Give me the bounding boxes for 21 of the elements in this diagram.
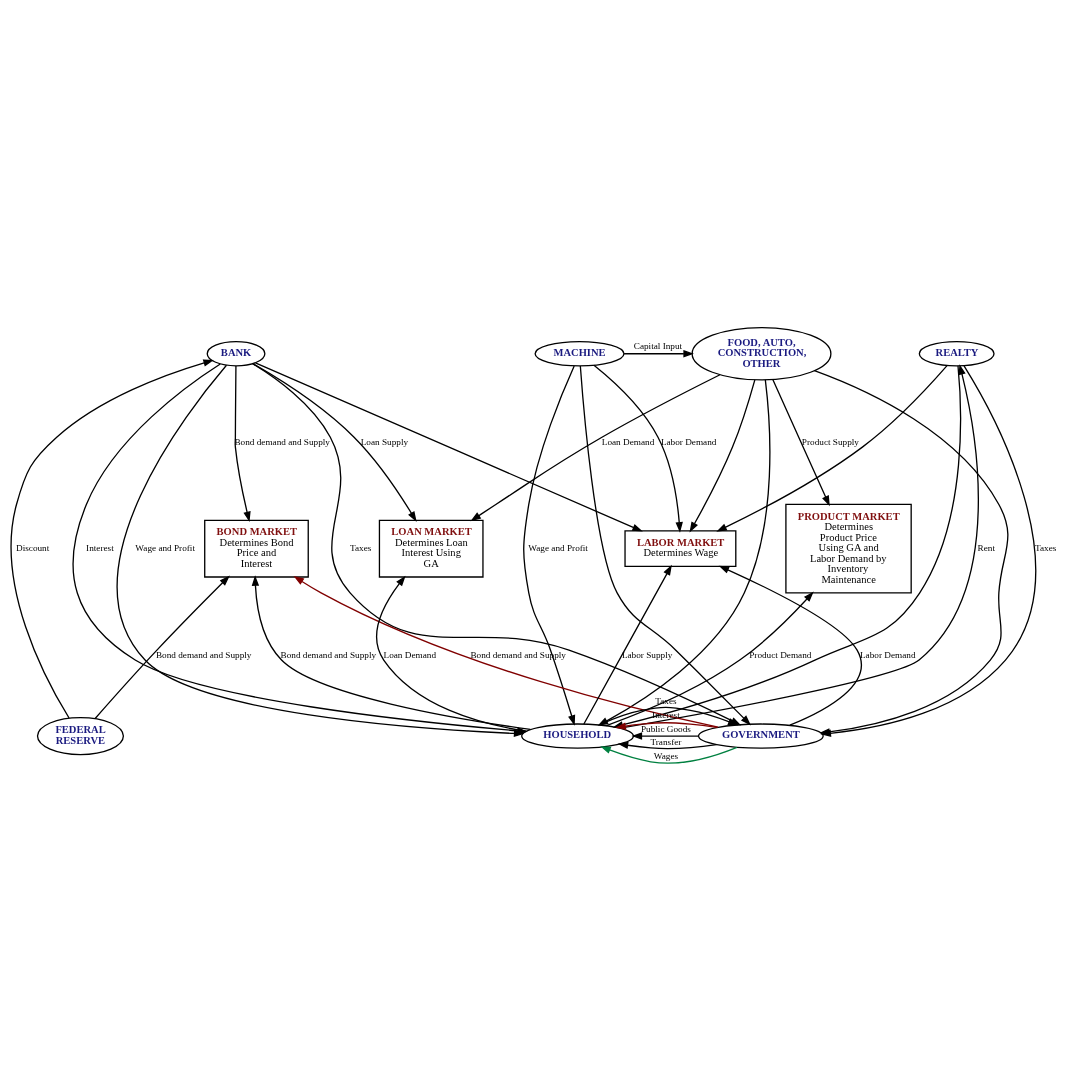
- edge-label: Loan Demand: [383, 649, 437, 660]
- edge-label: Loan Supply: [360, 436, 409, 447]
- edge-label: Labor Supply: [621, 649, 673, 660]
- edge-label: Interest: [86, 542, 114, 553]
- edge-label: Capital Input: [633, 340, 683, 351]
- edge-label: Bond demand and Supply: [280, 649, 377, 660]
- edge-label: Product Supply: [801, 436, 859, 447]
- edge-label: Taxes: [1034, 542, 1057, 553]
- edge-label: Taxes: [349, 542, 372, 553]
- edge-label: Wage and Profit: [528, 542, 588, 553]
- edge-label: Labor Demand: [860, 649, 916, 660]
- edge-label: Wage and Profit: [135, 542, 196, 553]
- edge-label: Labor Demand: [660, 436, 717, 447]
- edge-label: Rent: [977, 542, 996, 553]
- edge-label: Discount: [16, 542, 50, 553]
- edge-label: Wages: [653, 750, 679, 761]
- edge-label: Loan Demand: [601, 436, 655, 447]
- edge-label: Product Demand: [749, 649, 812, 660]
- edge-label: Bond demand and Supply: [155, 649, 252, 660]
- edge-label: Transfer: [650, 736, 682, 747]
- edge-label: Public Goods: [640, 723, 691, 734]
